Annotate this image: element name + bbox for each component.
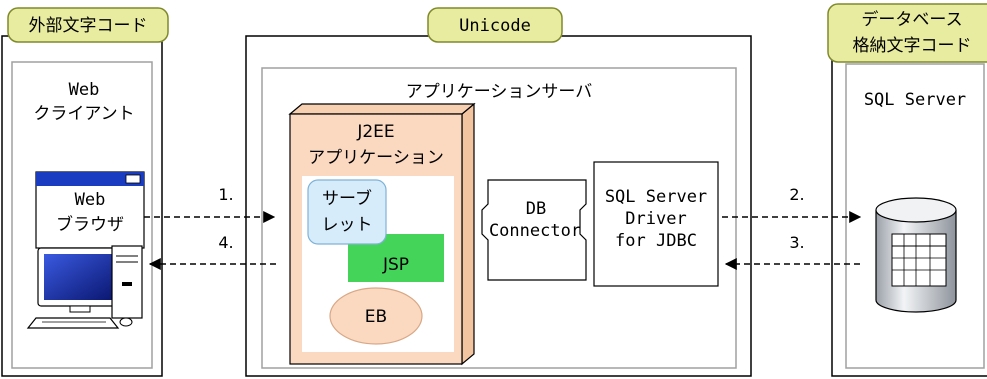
j2ee-title-line1: J2EE [356, 122, 394, 142]
step-3-label: 3. [789, 233, 804, 252]
db-connector-line1: DB [526, 199, 546, 219]
unicode-tag [427, 7, 563, 43]
jsp-label: JSP [382, 255, 409, 275]
servlet-component [307, 179, 387, 245]
eb-component [329, 287, 423, 345]
step-2-label: 2. [789, 185, 804, 204]
unicode-tag-label: Unicode [459, 16, 531, 36]
database-tag [827, 3, 987, 63]
database-icon [875, 197, 957, 313]
browser-titlebar [36, 172, 144, 186]
browser-close-icon [125, 174, 141, 184]
external-region: 外部文字コード Web クライアント Web ブラウザ [1, 7, 169, 377]
response-arrow-3: 3. [724, 233, 860, 270]
j2ee-title-line2: アプリケーション [308, 148, 444, 168]
step-1-label: 1. [218, 185, 233, 204]
servlet-label-line2: レット [322, 215, 373, 235]
database-tag-line2: 格納文字コード [853, 36, 972, 56]
external-tag [7, 7, 169, 43]
web-client-label-line1: Web [69, 80, 100, 100]
app-server-label: アプリケーションサーバ [406, 82, 593, 102]
database-tag-line1: データベース [861, 9, 962, 30]
browser-label-line2: ブラウザ [56, 214, 124, 235]
request-arrow-2: 2. [722, 185, 862, 223]
eb-label: EB [365, 307, 387, 327]
browser-label-line1: Web [75, 190, 106, 210]
web-client-label-line2: クライアント [33, 104, 134, 124]
web-browser-window: Web ブラウザ [35, 171, 145, 249]
jdbc-driver-line1: SQL Server [605, 187, 707, 207]
jdbc-driver-line2: Driver [625, 209, 686, 229]
jdbc-driver-box: SQL Server Driver for JDBC [593, 161, 719, 287]
external-tag-label: 外部文字コード [29, 16, 148, 36]
database-region: データベース 格納文字コード SQL Server [827, 3, 987, 377]
response-arrow-4: 4. [148, 233, 276, 270]
j2ee-application-box: J2EE アプリケーション JSP サーブ レット EB [288, 102, 476, 366]
step-4-label: 4. [218, 233, 233, 252]
db-connector-box: DB Connector [481, 179, 587, 281]
unicode-region: Unicode アプリケーションサーバ J2EE アプリケーション JSP サー… [245, 7, 752, 377]
db-connector-line2: Connector [489, 221, 581, 241]
computer-icon [26, 245, 143, 329]
servlet-label-line1: サーブ [322, 188, 372, 209]
sql-server-label: SQL Server [864, 90, 966, 110]
jdbc-driver-line3: for JDBC [615, 231, 697, 251]
request-arrow-1: 1. [144, 185, 276, 223]
